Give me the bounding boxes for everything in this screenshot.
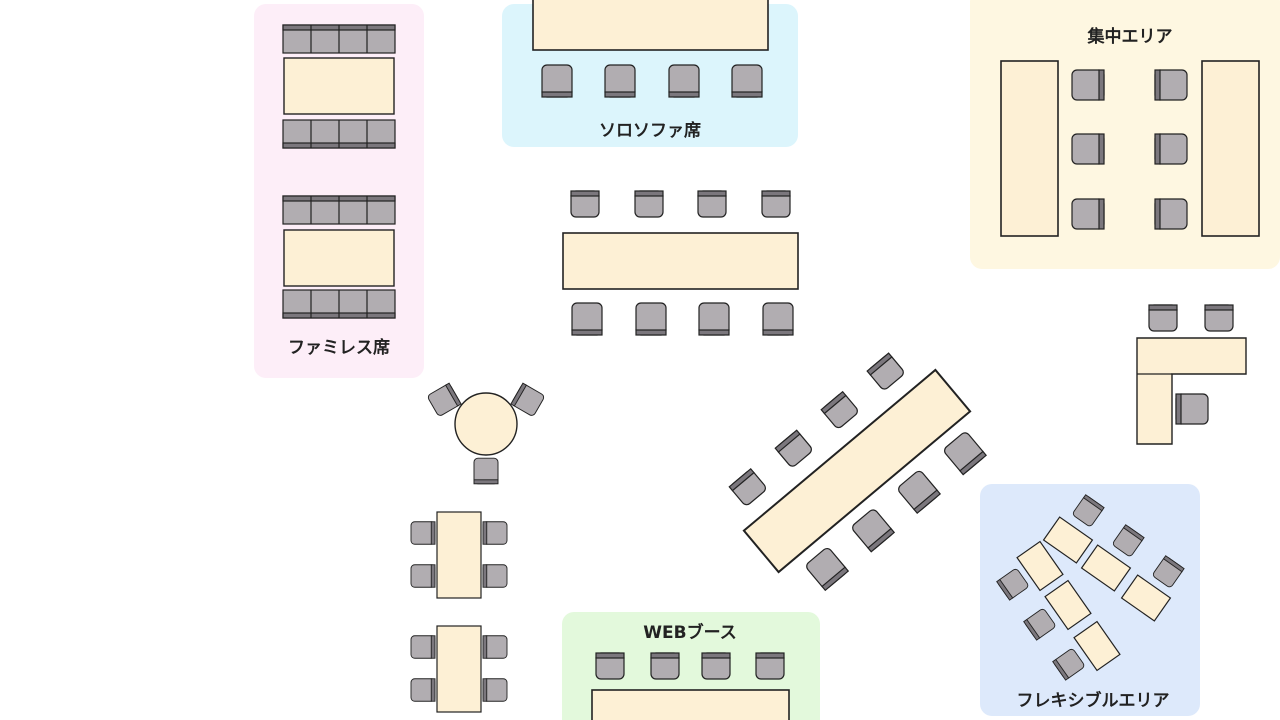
flexible-zone-label: フレキシブルエリア (1017, 690, 1170, 711)
web-booth-desk-group (591, 652, 790, 720)
small-table-2 (410, 625, 508, 713)
web-booth-zone-label: WEBブース (643, 622, 736, 643)
meeting-table-center (562, 190, 799, 336)
focus-zone-label: 集中エリア (1087, 26, 1173, 47)
flexible-zone (980, 484, 1200, 716)
flexible-area-tables (996, 494, 1185, 681)
solo-sofa-zone-label: ソロソファ席 (599, 120, 701, 141)
l-shaped-desk (1136, 304, 1247, 445)
round-table (426, 382, 546, 485)
focus-area-desks (1000, 60, 1260, 237)
diagonal-meeting-table (728, 352, 987, 591)
small-table-1 (410, 511, 508, 599)
solo-sofa-desk-group (532, 0, 769, 98)
family-zone-label: ファミレス席 (288, 337, 390, 358)
family-booth-2 (282, 195, 396, 319)
family-booth-1 (282, 24, 396, 149)
